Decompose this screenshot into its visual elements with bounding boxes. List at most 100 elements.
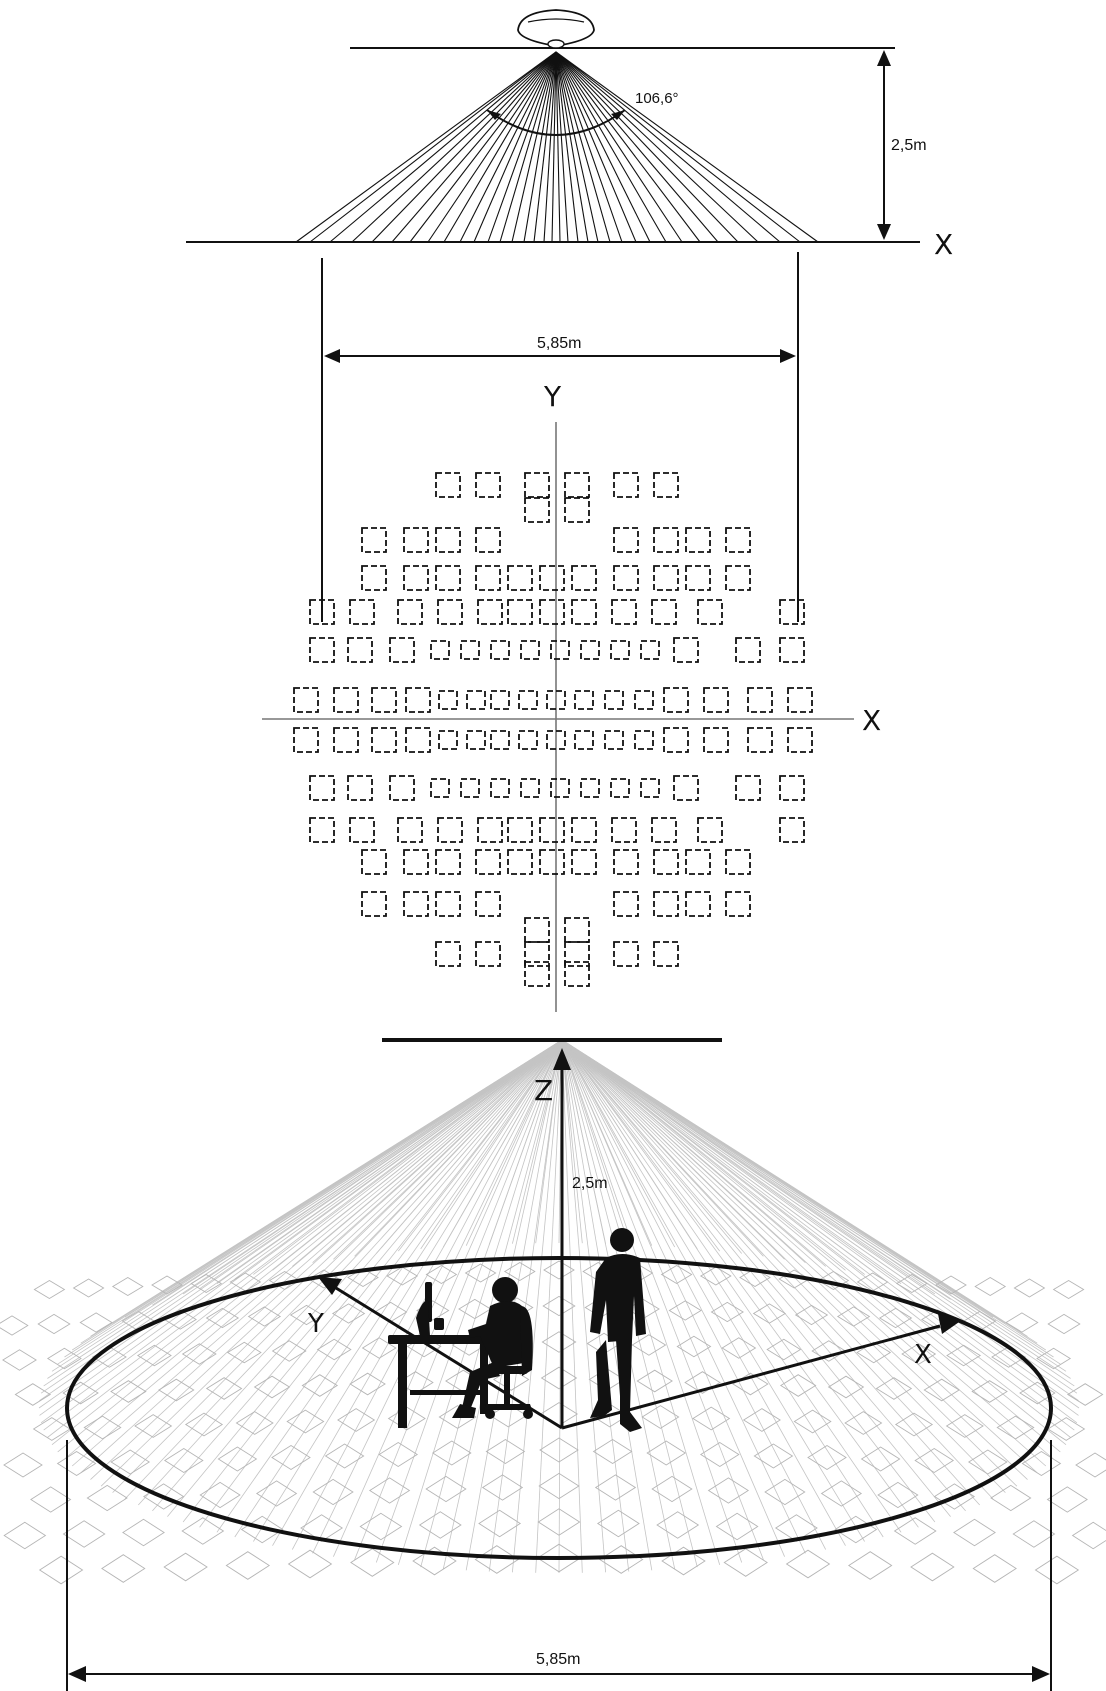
detection-zone-square: [490, 730, 510, 750]
perspective-zone: [1046, 1486, 1088, 1513]
perspective-zone: [707, 1477, 750, 1504]
sensor-icon: [517, 9, 595, 49]
perspective-ray: [216, 1039, 563, 1285]
perspective-zone: [331, 1303, 366, 1324]
detection-zone-square: [539, 849, 565, 875]
perspective-zone: [30, 1486, 72, 1513]
detection-zone-square: [580, 640, 600, 660]
cone-ray: [555, 51, 781, 243]
perspective-zone: [1047, 1313, 1081, 1335]
perspective-zone: [337, 1408, 376, 1432]
perspective-ray: [561, 1039, 1006, 1493]
detection-zone-square: [610, 778, 630, 798]
detection-zone-square: [430, 778, 450, 798]
detection-zone-square: [697, 599, 723, 625]
perspective-zone: [431, 1440, 472, 1466]
detection-cone: [295, 51, 819, 243]
perspective-ray: [354, 1039, 563, 1560]
detection-zone-square: [571, 849, 597, 875]
detection-zone-square: [475, 472, 501, 498]
perspective-zone: [946, 1344, 982, 1367]
perspective-ray: [90, 1039, 563, 1480]
detection-zone-square: [397, 599, 423, 625]
perspective-ray: [112, 1039, 563, 1493]
detection-zone-square: [651, 817, 677, 843]
detection-zone-square: [475, 941, 501, 967]
perspective-zone: [2, 1349, 37, 1371]
detection-zone-square: [725, 527, 751, 553]
perspective-zone: [378, 1441, 419, 1468]
perspective-ray: [561, 1039, 1061, 1453]
perspective-ray: [561, 1039, 583, 1244]
cone-ray: [555, 51, 801, 243]
detection-zone-square: [787, 687, 813, 713]
perspective-zone: [836, 1306, 871, 1327]
perspective-zone: [181, 1517, 225, 1545]
perspective-ray: [561, 1039, 785, 1260]
perspective-ray: [512, 1039, 563, 1244]
perspective-ray: [561, 1039, 806, 1263]
cone-ray: [543, 51, 557, 243]
perspective-ray: [561, 1039, 1079, 1401]
perspective-zone: [142, 1483, 185, 1510]
perspective-ray: [39, 1039, 563, 1416]
perspective-zone: [349, 1372, 386, 1396]
perspective-zone: [543, 1260, 575, 1280]
detection-zone-square: [349, 817, 375, 843]
perspective-ray: [561, 1039, 676, 1248]
z-axis-label: Z: [534, 1074, 553, 1107]
detection-zone-square: [437, 599, 463, 625]
perspective-ray: [488, 1039, 563, 1245]
detection-zone-square: [507, 817, 533, 843]
perspective-ray: [561, 1039, 902, 1533]
perspective-zone: [312, 1478, 354, 1506]
cone-ray: [427, 51, 557, 243]
perspective-zone: [860, 1446, 901, 1472]
detection-zone-square: [613, 849, 639, 875]
perspective-zone: [136, 1344, 172, 1367]
angle-label: 106,6°: [635, 90, 679, 107]
perspective-ray: [561, 1039, 743, 1563]
height-arrow-top: [877, 50, 891, 66]
perspective-zone: [827, 1375, 865, 1399]
perspective-zone: [226, 1341, 262, 1364]
perspective-zone: [596, 1509, 640, 1538]
detection-zone-square: [524, 497, 550, 523]
detection-zone-square: [460, 778, 480, 798]
detection-zone-square: [438, 730, 458, 750]
detection-zone-square: [371, 727, 397, 753]
detection-zone-square: [309, 637, 335, 663]
perspective-zone: [359, 1512, 403, 1541]
perspective-ray: [535, 1039, 563, 1244]
detection-zone-square: [550, 640, 570, 660]
cone-ray: [555, 51, 701, 243]
cone-ray: [499, 51, 557, 243]
detection-zone-square: [507, 849, 533, 875]
perspective-zone: [699, 1441, 740, 1468]
perspective-zone: [247, 1306, 282, 1327]
perspective-zone: [1005, 1312, 1039, 1333]
detection-zone-square: [685, 891, 711, 917]
perspective-ray: [561, 1039, 902, 1285]
perspective-zone: [271, 1340, 307, 1362]
detection-zone-square: [574, 690, 594, 710]
perspective-zone: [676, 1335, 712, 1358]
perspective-ray: [561, 1039, 966, 1512]
detection-zone-square: [546, 690, 566, 710]
y-axis-arrow: [318, 1277, 342, 1295]
detection-zone-square: [361, 849, 387, 875]
detection-zone-square: [634, 690, 654, 710]
detection-zone-square: [435, 472, 461, 498]
perspective-zone: [324, 1443, 365, 1469]
detection-zone-square: [571, 599, 597, 625]
detection-zone-square: [403, 527, 429, 553]
detection-zone-square: [397, 817, 423, 843]
perspective-zone: [184, 1412, 224, 1437]
detection-zone-square: [524, 961, 550, 987]
width-arrow-right: [780, 349, 796, 363]
perspective-ray: [71, 1039, 563, 1467]
cone-ray: [555, 51, 759, 243]
perspective-zone: [286, 1409, 325, 1434]
perspective-zone: [287, 1549, 333, 1579]
perspective-zone: [316, 1338, 352, 1361]
